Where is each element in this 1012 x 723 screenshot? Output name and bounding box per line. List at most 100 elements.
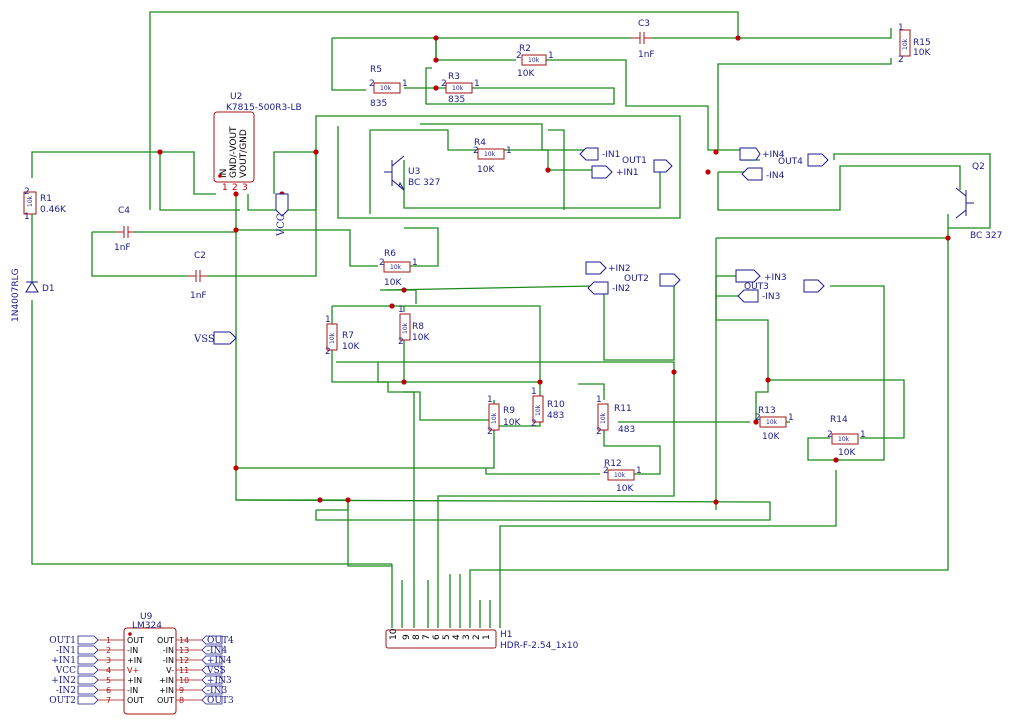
resistor-r7: 10k R7 10K (326, 323, 360, 352)
u9-right-pin-name: +IN (159, 676, 174, 685)
svg-text:2: 2 (24, 187, 30, 197)
svg-text:-IN2: -IN2 (612, 284, 630, 294)
u9-left-pin-num: 3 (106, 656, 111, 665)
net-out1: OUT1 (622, 156, 673, 173)
net-port-left (77, 655, 99, 665)
svg-text:2: 2 (898, 55, 904, 65)
svg-text:1: 1 (596, 395, 602, 405)
u9-right-pin-name: -IN (163, 656, 174, 665)
net-in2-minus: -IN2 (587, 281, 630, 295)
regulator-u2: U2 K7815-500R3-LB IN GND/-VOUT VOUT/GND … (213, 92, 302, 193)
net-in3-plus: +IN3 (735, 269, 787, 283)
svg-text:483: 483 (618, 425, 635, 435)
capacitor-c3: C3 1nF (632, 19, 655, 60)
svg-text:9: 9 (402, 634, 412, 640)
svg-text:R13: R13 (758, 406, 776, 416)
svg-text:1: 1 (24, 212, 30, 222)
svg-text:2: 2 (516, 51, 522, 61)
svg-text:R4: R4 (474, 138, 486, 148)
svg-text:1: 1 (474, 79, 480, 89)
svg-text:3: 3 (462, 634, 472, 640)
u9-left-net-label: +IN1 (51, 656, 76, 666)
svg-text:R7: R7 (342, 331, 354, 341)
svg-text:2: 2 (596, 427, 602, 437)
capacitor-c4: C4 1nF (114, 206, 134, 253)
svg-text:1: 1 (222, 183, 228, 193)
u9-left-net-label: VCC (55, 666, 76, 676)
svg-text:VOUT/GND: VOUT/GND (239, 129, 249, 178)
svg-text:2: 2 (603, 466, 609, 476)
svg-text:10K: 10K (517, 69, 535, 79)
svg-text:2: 2 (473, 146, 479, 156)
net-in2-plus: +IN2 (585, 261, 631, 275)
resistor-r10: 10k R10 483 (532, 395, 565, 423)
svg-text:R3: R3 (448, 72, 460, 82)
svg-text:+IN3: +IN3 (764, 273, 787, 283)
net-out2: OUT2 (624, 273, 681, 287)
net-port-left (77, 635, 99, 645)
transistor-q2: Q2 BC 327 (955, 162, 1002, 241)
svg-text:10K: 10K (412, 333, 430, 343)
svg-text:10k: 10k (535, 404, 542, 416)
svg-text:IN: IN (219, 169, 229, 178)
transistor-u3: U3 BC 327 (384, 155, 440, 191)
svg-text:8: 8 (412, 634, 422, 640)
net-port-right (201, 695, 223, 705)
u9-left-net-label: -IN1 (56, 646, 76, 656)
svg-text:R8: R8 (412, 322, 424, 332)
svg-text:2: 2 (472, 634, 482, 640)
u9-right-net-label: +IN3 (207, 676, 232, 686)
net-in1-plus: +IN1 (591, 165, 639, 179)
net-in4-minus: -IN4 (741, 167, 785, 181)
svg-text:VSS: VSS (193, 334, 215, 345)
resistor-r1: 10k R1 0.46K (23, 191, 67, 215)
u9-left-pin-num: 6 (106, 686, 111, 695)
net-port-right (201, 645, 223, 655)
u9-left-pin-num: 2 (106, 646, 111, 655)
svg-text:6: 6 (432, 634, 442, 640)
resistor-r12: 10k R12 10K (604, 459, 635, 494)
u9-right-net-label: +IN4 (207, 656, 232, 666)
u9-left-pin-num: 4 (106, 666, 111, 675)
net-port-right (201, 665, 223, 675)
svg-text:2: 2 (755, 413, 761, 423)
svg-text:1: 1 (860, 430, 866, 440)
u9-right-pin-num: 8 (179, 696, 184, 705)
svg-text:10k: 10k (766, 419, 778, 426)
header-h1: 10 9 8 7 6 5 4 3 2 1 H1 HDR-F-2.54_1x10 (385, 628, 579, 651)
svg-text:GND/-VOUT: GND/-VOUT (229, 126, 239, 178)
svg-text:R1: R1 (40, 194, 52, 204)
svg-text:10k: 10k (329, 332, 336, 344)
svg-text:1: 1 (548, 51, 554, 61)
svg-text:BC 327: BC 327 (408, 178, 440, 188)
u9-right-pin-num: 9 (179, 686, 184, 695)
svg-text:10k: 10k (614, 472, 626, 479)
u9-left-pin-name: +IN (127, 656, 142, 665)
svg-text:1: 1 (412, 258, 418, 268)
svg-text:10: 10 (389, 628, 399, 640)
svg-text:R11: R11 (614, 404, 632, 414)
svg-text:2: 2 (325, 347, 331, 357)
pin-numbers: 2 1 2 1 2 1 2 1 2 1 2 1 1 2 1 2 1 2 1 2 … (24, 23, 904, 476)
svg-text:R9: R9 (503, 406, 515, 416)
svg-text:10k: 10k (838, 436, 850, 443)
u9-right-pin-name: V- (166, 666, 174, 675)
u9-right-net-label: VSS (206, 666, 226, 676)
net-port-right (201, 655, 223, 665)
svg-text:R12: R12 (604, 459, 622, 469)
svg-text:2: 2 (398, 337, 404, 347)
u9-right-net-label: -IN4 (207, 646, 227, 656)
svg-text:-IN1: -IN1 (602, 150, 620, 160)
resistor-r13: 10k R13 10K (758, 406, 787, 442)
u9-left-pin-name: -IN (127, 686, 138, 695)
net-port-left (77, 665, 99, 675)
u9-left-pin-name: OUT (127, 636, 144, 645)
svg-text:OUT1: OUT1 (622, 156, 647, 166)
svg-text:1: 1 (398, 305, 404, 315)
u9-right-net-label: -IN3 (207, 686, 227, 696)
u9-right-pin-num: 10 (179, 676, 189, 685)
u9-right-pin-name: +IN (159, 686, 174, 695)
u9-left-pin-name: V+ (127, 666, 139, 675)
